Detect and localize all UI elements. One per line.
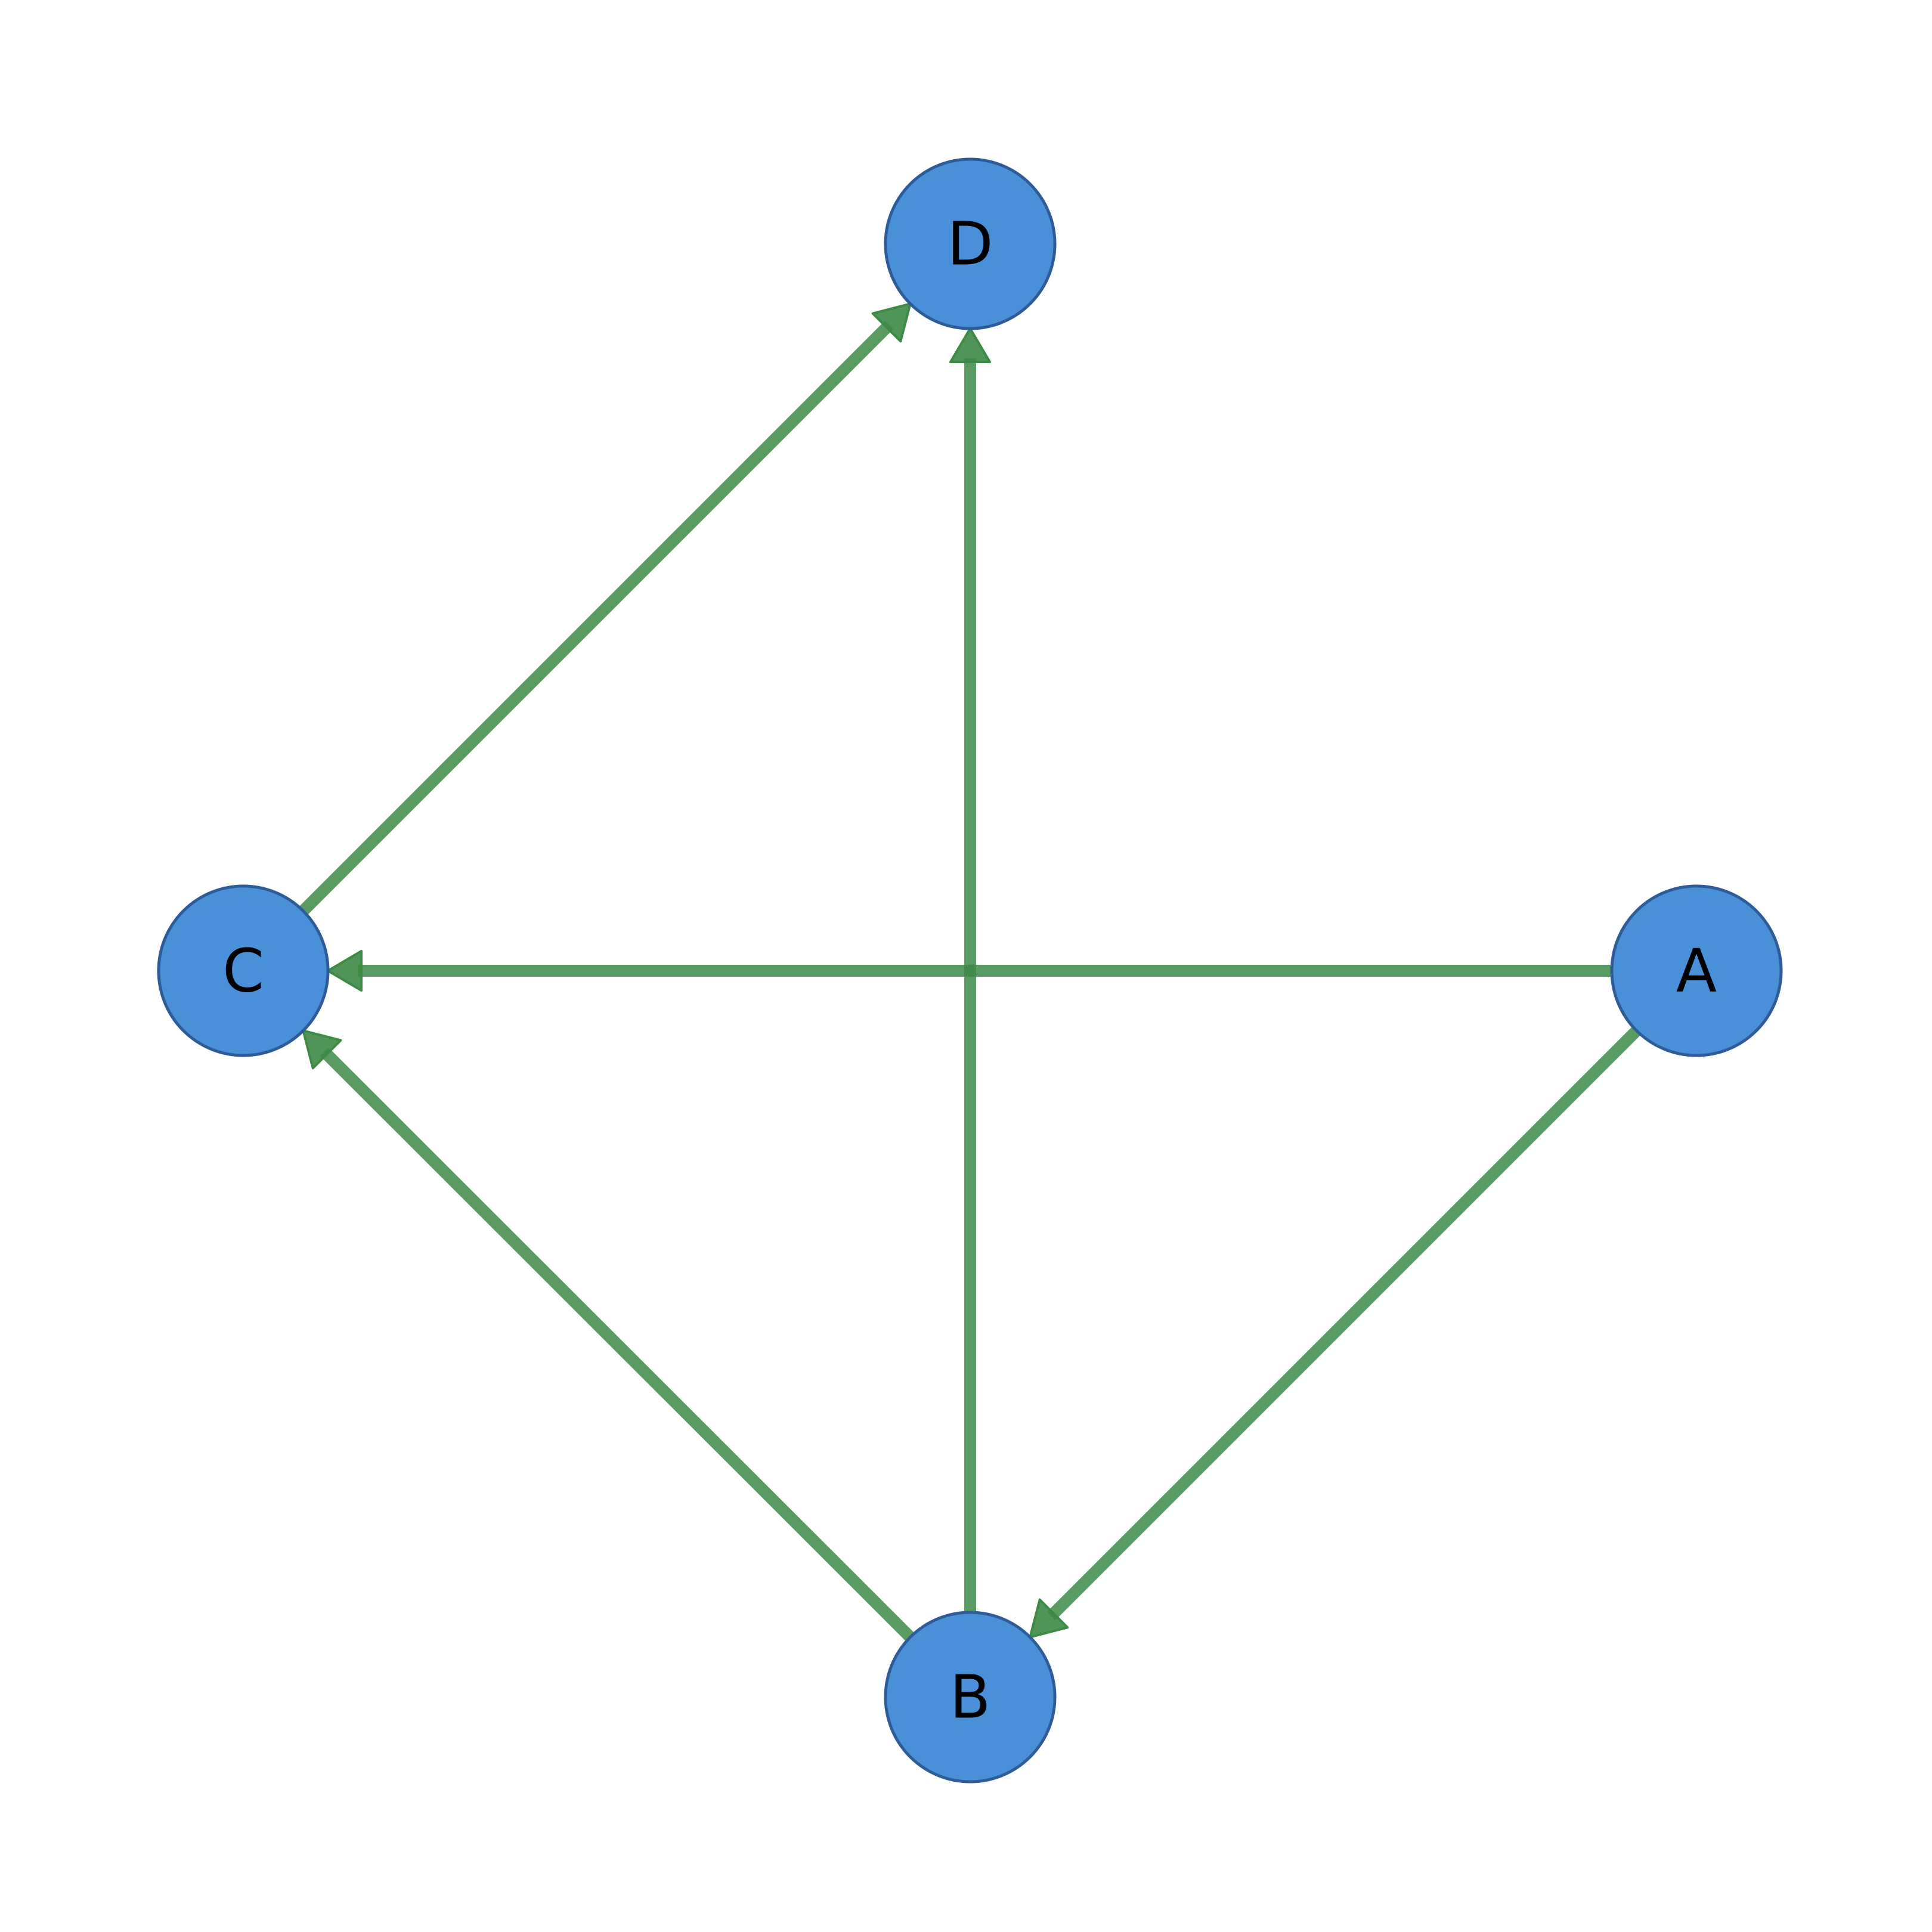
node-label: B (950, 1662, 991, 1732)
edge-b-d (949, 327, 991, 1612)
node-a: A (1610, 884, 1783, 1057)
edge-line (320, 1047, 915, 1642)
edge-line (1046, 1026, 1641, 1621)
arrowhead (871, 302, 912, 343)
arrowhead (1029, 1598, 1069, 1639)
edge-b-c (302, 1029, 915, 1642)
node-circle (1610, 884, 1783, 1057)
node-label: D (947, 209, 993, 279)
nodes-layer: A B C D (157, 157, 1783, 1784)
edge-c-d (299, 302, 912, 915)
node-label: A (1676, 936, 1717, 1006)
arrowhead (327, 950, 363, 992)
node-circle (884, 157, 1057, 330)
edge-a-c (327, 950, 1612, 992)
arrowhead (949, 327, 991, 363)
arrowhead (302, 1029, 342, 1070)
node-circle (884, 1611, 1057, 1784)
node-b: B (884, 1611, 1057, 1784)
node-circle (157, 884, 330, 1057)
edge-line (299, 320, 894, 915)
node-c: C (157, 884, 330, 1057)
edges-layer (299, 302, 1641, 1642)
node-d: D (884, 157, 1057, 330)
node-label: C (222, 936, 264, 1006)
edge-a-b (1029, 1026, 1641, 1639)
